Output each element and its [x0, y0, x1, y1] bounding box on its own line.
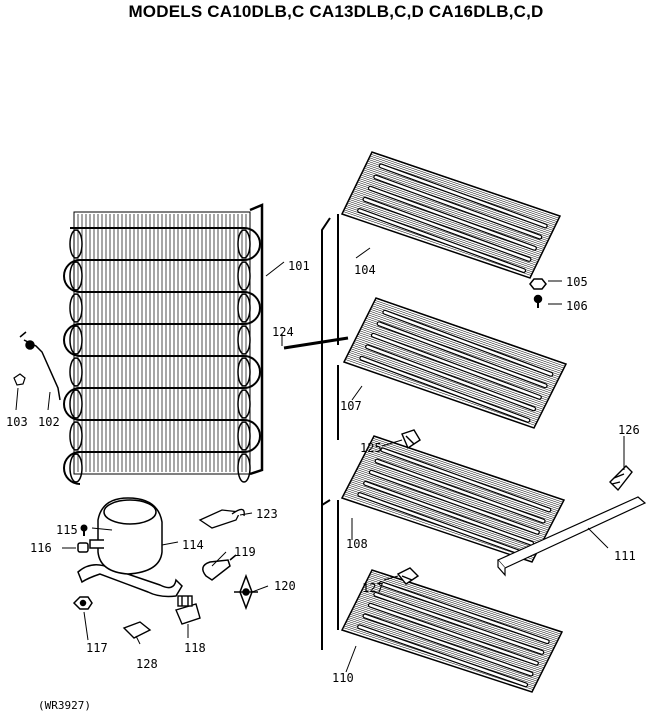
label-116: 116	[30, 541, 52, 555]
label-103: 103	[6, 415, 28, 429]
label-126: 126	[618, 423, 640, 437]
part-128	[122, 621, 152, 639]
thermostat-102	[19, 331, 61, 401]
label-111: 111	[614, 549, 636, 563]
part-125	[401, 429, 421, 450]
label-110: 110	[332, 671, 354, 685]
knob-103	[13, 373, 26, 386]
label-120: 120	[274, 579, 296, 593]
footer-code: (WR3927)	[38, 699, 91, 712]
shelf-4	[340, 569, 564, 693]
trim-strip-111	[497, 496, 647, 577]
part-116	[77, 542, 89, 553]
part-117	[72, 596, 93, 610]
label-118: 118	[184, 641, 206, 655]
label-105: 105	[566, 275, 588, 289]
label-123: 123	[256, 507, 278, 521]
compressor-114	[77, 497, 183, 598]
shelf-1	[340, 151, 562, 279]
label-102: 102	[38, 415, 60, 429]
label-101: 101	[288, 259, 310, 273]
part-127	[396, 567, 420, 585]
evaporator-shelves	[340, 151, 568, 693]
label-127: 127	[362, 581, 384, 595]
label-104: 104	[354, 263, 376, 277]
part-labels: 101 102 103 104 105 106 107 108 110 111 …	[6, 259, 640, 685]
label-117: 117	[86, 641, 108, 655]
tube-124	[283, 336, 349, 350]
part-120	[234, 573, 258, 611]
part-115	[80, 524, 88, 536]
label-108: 108	[346, 537, 368, 551]
part-126	[609, 465, 633, 492]
label-115: 115	[56, 523, 78, 537]
label-128: 128	[136, 657, 158, 671]
label-125: 125	[360, 441, 382, 455]
part-106	[533, 294, 543, 308]
label-119: 119	[234, 545, 256, 559]
label-107: 107	[340, 399, 362, 413]
condenser-coil	[63, 203, 264, 485]
label-106: 106	[566, 299, 588, 313]
relay-123	[198, 508, 245, 529]
shelf-2	[342, 297, 568, 429]
shelf-3	[340, 435, 566, 563]
label-124: 124	[272, 325, 294, 339]
part-105	[529, 278, 547, 290]
label-114: 114	[182, 538, 204, 552]
part-119	[202, 554, 237, 581]
leader-lines	[15, 247, 625, 673]
part-118	[175, 595, 201, 625]
shelf-frame	[321, 214, 339, 650]
diagram-title: MODELS CA10DLB,C CA13DLB,C,D CA16DLB,C,D	[128, 2, 544, 21]
